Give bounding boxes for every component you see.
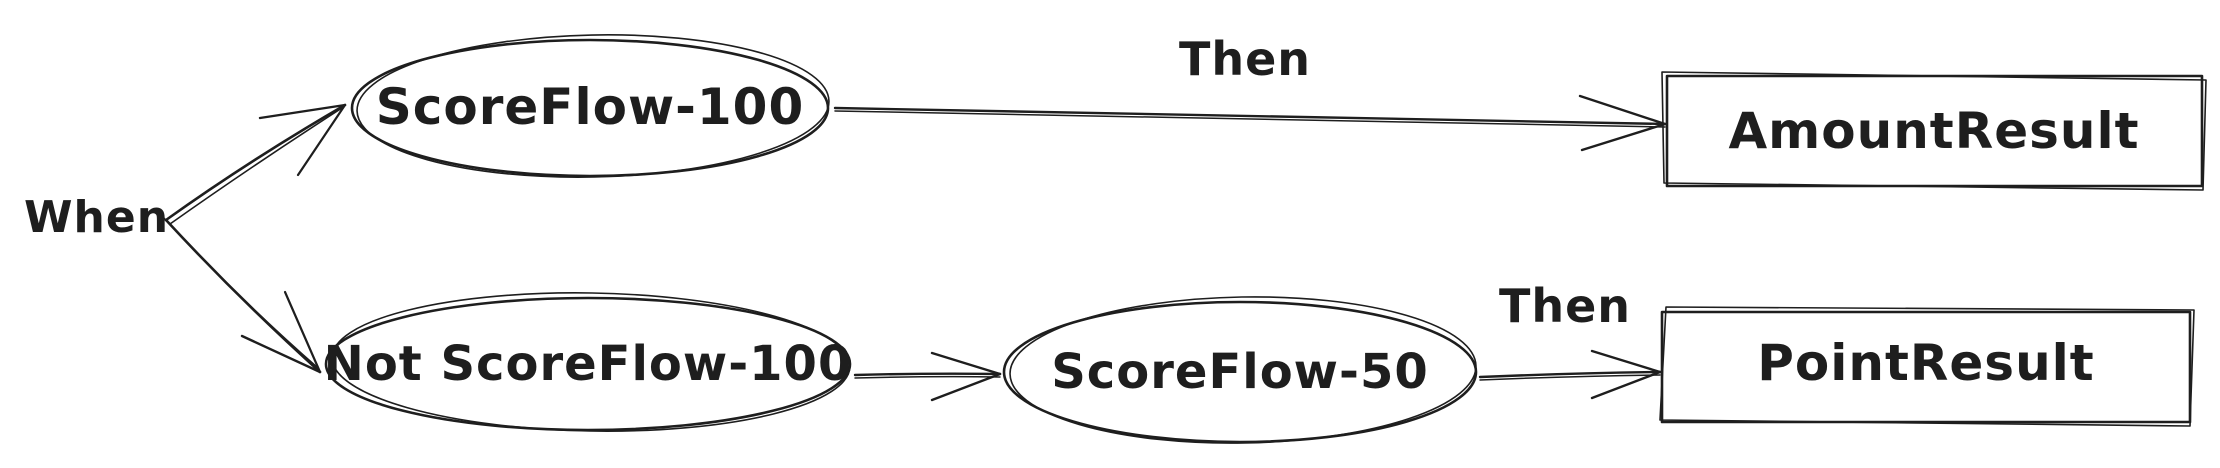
then-label-top: Then — [1179, 32, 1311, 86]
amountresult-label: AmountResult — [1728, 102, 2139, 160]
arrow-when-to-scoreflow-100 — [164, 103, 347, 225]
pointresult-node: PointResult — [1659, 306, 2195, 427]
arrow-not-scoreflow-100-to-scoreflow-50 — [853, 351, 1002, 402]
scoreflow-100-label: ScoreFlow-100 — [376, 78, 805, 136]
arrow-scoreflow-100-to-amountresult — [833, 94, 1667, 152]
then-label-bottom: Then — [1499, 279, 1631, 333]
scoreflow-100-node: ScoreFlow-100 — [350, 34, 830, 178]
scoreflow-50-label: ScoreFlow-50 — [1051, 344, 1429, 400]
amountresult-node: AmountResult — [1661, 71, 2207, 191]
not-scoreflow-100-node: Not ScoreFlow-100 — [324, 292, 853, 432]
not-scoreflow-100-label: Not ScoreFlow-100 — [324, 336, 853, 392]
pointresult-label: PointResult — [1757, 334, 2094, 392]
arrow-scoreflow-50-to-pointresult — [1478, 349, 1662, 400]
scoreflow-50-node: ScoreFlow-50 — [1002, 296, 1478, 444]
when-label: When — [24, 192, 169, 243]
arrow-when-to-not-scoreflow-100 — [161, 215, 322, 374]
